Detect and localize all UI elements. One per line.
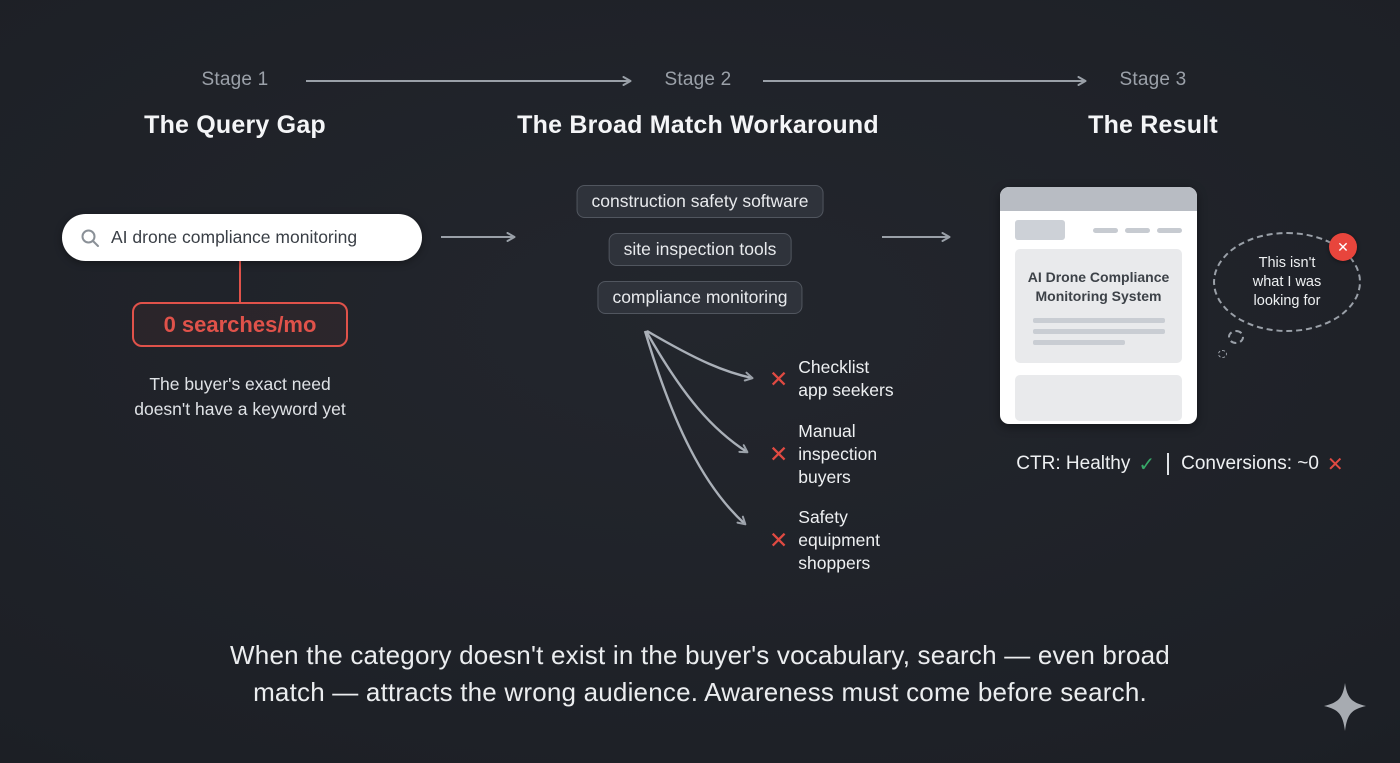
footer-takeaway: When the category doesn't exist in the b…	[130, 637, 1270, 711]
stage-2-title: The Broad Match Workaround	[517, 111, 879, 139]
mockup-hero-panel: AI Drone Compliance Monitoring System	[1015, 249, 1182, 363]
dismiss-x-badge: ✕	[1329, 233, 1357, 261]
keyword-pill-label: construction safety software	[591, 190, 809, 211]
mockup-nav	[1000, 211, 1197, 240]
search-input[interactable]: AI drone compliance monitoring	[62, 214, 422, 261]
browser-chrome-bar	[1000, 187, 1197, 211]
audience-line: Safety	[798, 507, 848, 527]
search-volume-badge: 0 searches/mo	[132, 302, 348, 347]
mockup-nav-link-placeholder	[1093, 227, 1118, 233]
mockup-body-text-placeholder	[1032, 318, 1165, 345]
skeleton-line	[1032, 340, 1125, 345]
red-x-icon: ✕	[769, 365, 789, 392]
keyword-pill-compliance-monitoring: compliance monitoring	[597, 281, 803, 314]
mockup-page-title-line2: Monitoring System	[1035, 288, 1162, 304]
thought-text: This isn't what I was looking for	[1253, 254, 1322, 311]
red-x-icon: ✕	[769, 441, 789, 467]
metrics-divider	[1167, 453, 1170, 475]
search-volume-text: 0 searches/mo	[163, 311, 317, 337]
mockup-nav-links	[1093, 227, 1182, 233]
audience-label: Manual inspection buyers	[798, 420, 877, 489]
result-metrics: CTR: Healthy ✓ Conversions: ~0 ✕	[995, 450, 1365, 478]
mockup-nav-link-placeholder	[1157, 227, 1182, 233]
audience-line: shoppers	[798, 553, 871, 573]
mockup-page-title: AI Drone Compliance Monitoring System	[1015, 268, 1182, 306]
stage-2-label: Stage 2	[664, 69, 732, 90]
footer-takeaway-line2: match — attracts the wrong audience. Awa…	[253, 677, 1147, 707]
audience-line: inspection	[798, 444, 878, 464]
audience-line: buyers	[798, 467, 851, 487]
keyword-pill-site-inspection-tools: site inspection tools	[608, 233, 792, 266]
landing-page-mockup: AI Drone Compliance Monitoring System	[1000, 187, 1197, 424]
thought-bubble-tail-small	[1218, 350, 1227, 358]
stage-3-label: Stage 3	[1119, 69, 1187, 90]
stage-1-title: The Query Gap	[144, 111, 326, 139]
audience-line: equipment	[798, 530, 881, 550]
keyword-pill-construction-safety-software: construction safety software	[576, 185, 824, 218]
keyword-pill-label: compliance monitoring	[612, 286, 788, 307]
red-x-icon: ✕	[769, 527, 789, 553]
keywords-to-audience1-arrow	[646, 329, 754, 382]
footer-takeaway-line1: When the category doesn't exist in the b…	[230, 640, 1170, 670]
audience-safety-equipment-shoppers: ✕ Safety equipment shoppers	[769, 506, 880, 575]
query-gap-caption-line2: doesn't have a keyword yet	[134, 399, 346, 419]
ctr-metric: CTR: Healthy	[1016, 453, 1131, 474]
audience-line: Manual	[798, 421, 856, 441]
search-icon	[80, 228, 100, 248]
thought-line3: looking for	[1253, 292, 1321, 309]
thought-bubble: This isn't what I was looking for	[1213, 232, 1361, 332]
query-gap-caption: The buyer's exact need doesn't have a ke…	[134, 372, 346, 422]
keywords-to-audience2-arrow	[644, 330, 749, 454]
stage-3-title: The Result	[1088, 111, 1218, 139]
search-query-text: AI drone compliance monitoring	[111, 227, 358, 247]
audience-line: app seekers	[798, 380, 894, 400]
keywords-to-audience3-arrow	[643, 330, 747, 526]
conversions-metric: Conversions: ~0	[1181, 453, 1319, 474]
mockup-page-title-line1: AI Drone Compliance	[1027, 269, 1170, 285]
audience-checklist-app-seekers: ✕ Checklist app seekers	[769, 356, 894, 402]
audience-manual-inspection-buyers: ✕ Manual inspection buyers	[769, 420, 877, 489]
stage-1-label: Stage 1	[201, 69, 269, 90]
green-check-icon: ✓	[1138, 453, 1156, 476]
sparkle-icon	[1322, 683, 1368, 736]
x-badge-icon: ✕	[1337, 238, 1349, 255]
query-gap-caption-line1: The buyer's exact need	[149, 374, 331, 394]
thought-line1: This isn't	[1258, 254, 1316, 271]
skeleton-line	[1032, 318, 1165, 323]
red-x-icon: ✕	[1326, 453, 1344, 476]
audience-line: Checklist	[798, 357, 870, 377]
skeleton-line	[1032, 329, 1165, 334]
mockup-nav-link-placeholder	[1125, 227, 1150, 233]
thought-bubble-tail	[1228, 330, 1244, 344]
audience-label: Safety equipment shoppers	[798, 506, 880, 575]
mockup-secondary-panel	[1015, 375, 1182, 421]
mockup-logo-placeholder	[1015, 220, 1065, 240]
thought-line2: what I was	[1252, 273, 1322, 290]
audience-label: Checklist app seekers	[798, 356, 893, 402]
keyword-pill-label: site inspection tools	[623, 238, 777, 259]
